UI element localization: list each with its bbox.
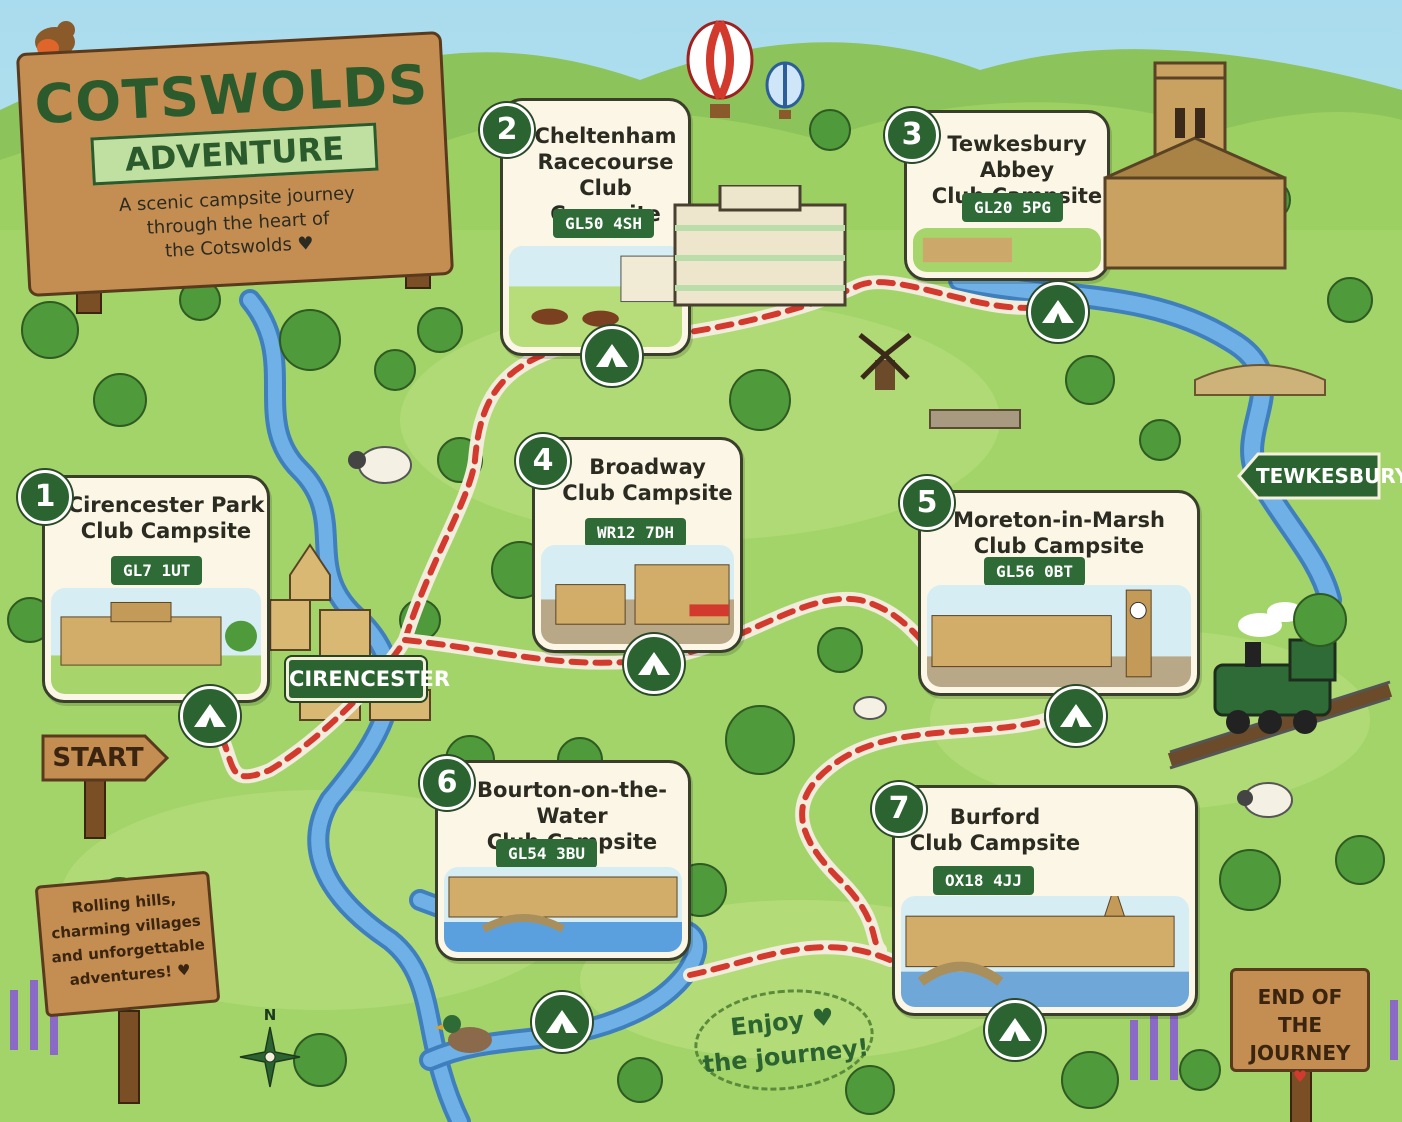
campsite-card-3[interactable]: Tewkesbury Abbey Club Campsite GL20 5PG [904,110,1110,281]
start-sign-post [84,775,106,839]
stop-number-5: 5 [900,476,954,530]
campsite-scene [927,585,1191,687]
robin-icon [35,21,75,57]
campsite-postcode: OX18 4JJ [933,866,1035,895]
campsite-name: Broadway Club Campsite [562,455,733,505]
campsite-scene [444,867,682,952]
campsite-tent-icon[interactable] [180,686,240,746]
campsite-scene [913,228,1101,272]
tewkesbury-sign [1237,452,1381,500]
campsite-card-1[interactable]: Cirencester Park Club Campsite GL7 1UT [42,475,270,703]
campsite-tent-icon[interactable] [985,1000,1045,1060]
sheep-icon [348,446,1293,818]
tewkesbury-abbey [1085,48,1295,278]
info-sign-post [118,1010,140,1104]
start-sign [41,734,170,782]
campsite-tent-icon[interactable] [1046,686,1106,746]
end-sign: END OF THE JOURNEY ♥ [1230,968,1370,1086]
campsite-scene [51,588,261,694]
map-subtitle: ADVENTURE [90,122,379,186]
campsite-scene [901,896,1189,1007]
campsite-postcode: GL50 4SH [553,209,655,238]
stop-number-3: 3 [885,108,939,162]
hot-air-balloon-icon [686,20,805,119]
campsite-tent-icon[interactable] [1028,282,1088,342]
stop-number-2: 2 [480,103,534,157]
campsite-tent-icon[interactable] [624,634,684,694]
campsite-tent-icon[interactable] [582,326,642,386]
campsite-card-6[interactable]: Bourton-on-the-Water Club Campsite GL54 … [435,760,691,961]
grandstand [665,185,855,345]
windmill-icon [858,333,912,390]
campsite-scene [541,545,734,644]
campsite-name: Cirencester Park Club Campsite [67,493,265,543]
duck-icon [434,1015,492,1053]
compass-rose-icon [239,1026,301,1088]
campsite-postcode: GL7 1UT [111,556,203,585]
campsite-postcode: GL20 5PG [962,193,1064,222]
campsite-name: Bourton-on-the-Water Club Campsite [477,778,667,854]
campsite-tent-icon[interactable] [532,992,592,1052]
rolling-hills-sign: Rolling hills, charming villages and unf… [34,870,221,1018]
campsite-card-7[interactable]: Burford Club Campsite OX18 4JJ [892,785,1198,1016]
stop-number-4: 4 [516,434,570,488]
stop-number-6: 6 [420,756,474,810]
campsite-postcode: GL56 0BT [984,557,1086,586]
end-sign-heart: ♥ [1292,1067,1308,1086]
title-sign: COTSWOLDS ADVENTURE A scenic campsite jo… [15,31,455,297]
campsite-name: Burford Club Campsite [909,805,1081,855]
start-sign-label: START [52,743,144,773]
map-tagline: A scenic campsite journey through the he… [118,182,356,262]
cirencester-sign: CIRENCESTER [286,657,450,701]
tewkesbury-sign-label: TEWKESBURY [1256,464,1402,488]
compass-north-label: N [263,1006,277,1024]
map-title: COTSWOLDS [33,52,430,137]
stop-number-7: 7 [872,782,926,836]
campsite-card-5[interactable]: Moreton-in-Marsh Club Campsite GL56 0BT [918,490,1200,696]
end-sign-label: END OF THE JOURNEY [1249,985,1351,1065]
campsite-name: Moreton-in-Marsh Club Campsite [953,508,1165,558]
stop-number-1: 1 [18,470,72,524]
campsite-postcode: WR12 7DH [585,518,687,547]
campsite-postcode: GL54 3BU [496,839,598,868]
